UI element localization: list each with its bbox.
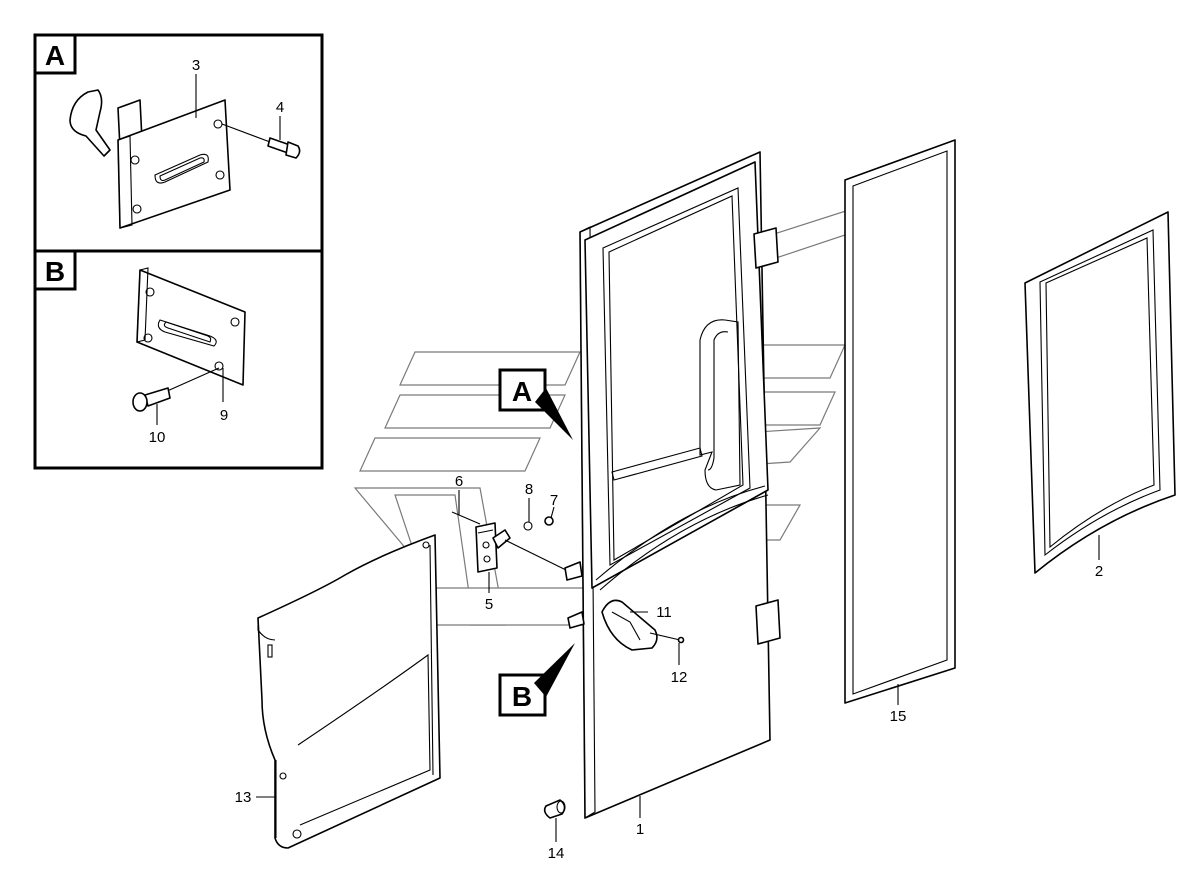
callout-12: 12	[671, 669, 688, 686]
view-marker-a-letter: A	[512, 376, 532, 407]
inner-panel-part-13	[257, 534, 441, 849]
view-marker-b: B	[498, 643, 575, 717]
gasket-part-15	[844, 139, 956, 704]
callout-6: 6	[455, 473, 463, 490]
callout-8: 8	[525, 481, 533, 498]
detail-b-letter: B	[45, 256, 65, 287]
view-marker-b-letter: B	[512, 681, 532, 712]
callout-5: 5	[485, 596, 493, 613]
callout-9: 9	[220, 407, 228, 424]
callout-14: 14	[548, 845, 565, 862]
latch-assembly	[451, 511, 583, 581]
view-marker-a: A	[498, 368, 573, 440]
door-part-1	[579, 151, 781, 819]
callout-13: 13	[235, 789, 252, 806]
callout-3: 3	[192, 57, 200, 74]
window-seal-part-2	[1024, 211, 1176, 574]
detail-view-b: B	[33, 249, 324, 470]
detail-view-a: A	[33, 33, 324, 253]
callout-15: 15	[890, 708, 907, 725]
handle-part-11	[567, 599, 685, 651]
callout-11: 11	[656, 604, 672, 621]
callout-2: 2	[1095, 563, 1103, 580]
detail-a-letter: A	[45, 40, 65, 71]
bumper-part-14	[543, 799, 566, 819]
callout-1: 1	[636, 821, 644, 838]
callout-4: 4	[276, 99, 284, 116]
leader-lines	[156, 74, 1100, 842]
callout-7: 7	[550, 492, 558, 509]
callout-labels: 3 4 9 10 6 8 7 5 11 12 13 14 1 2 15	[149, 57, 1104, 862]
callout-10: 10	[149, 429, 166, 446]
